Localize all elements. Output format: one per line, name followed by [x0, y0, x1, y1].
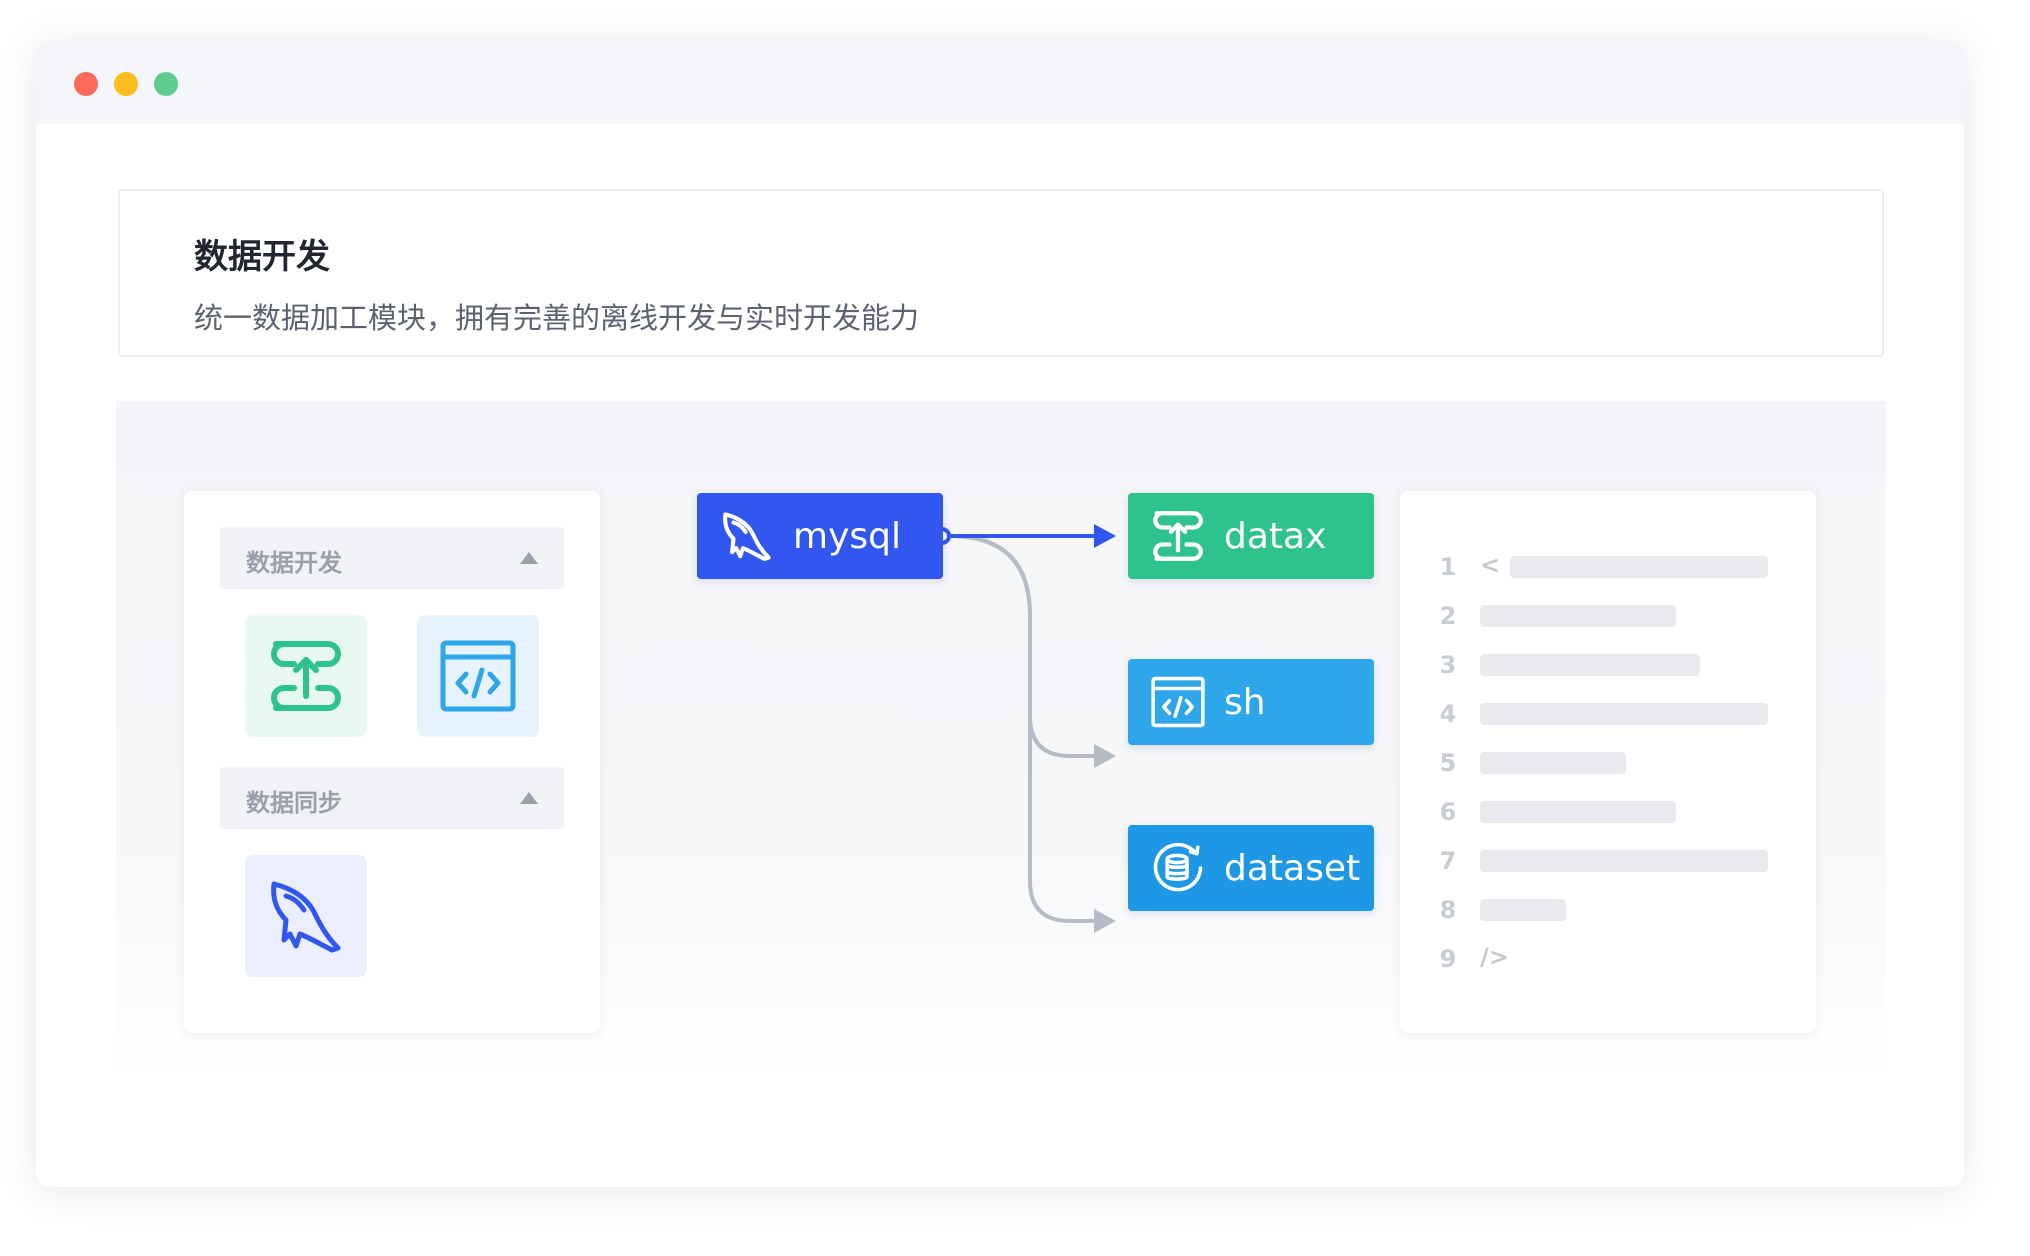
code-placeholder-bar	[1480, 654, 1700, 676]
code-placeholder-bar	[1480, 850, 1768, 872]
line-number: 5	[1436, 749, 1460, 777]
code-line: 7	[1400, 847, 1816, 875]
code-line: 6	[1400, 798, 1816, 826]
arrow-head-datax	[1094, 524, 1116, 548]
code-window-icon	[1150, 674, 1206, 730]
node-label: datax	[1224, 516, 1326, 557]
node-sh[interactable]: sh	[1128, 659, 1374, 745]
tab-notch	[978, 359, 1022, 369]
line-number: 7	[1436, 847, 1460, 875]
arrow-head-sh	[1094, 744, 1116, 768]
title-bar	[36, 40, 1964, 124]
code-line: 2	[1400, 602, 1816, 630]
node-label: mysql	[793, 516, 901, 557]
code-line: 9 />	[1400, 945, 1816, 973]
arrow-head-dataset	[1094, 909, 1116, 933]
code-close-tag: />	[1480, 943, 1509, 971]
node-label: dataset	[1224, 848, 1360, 889]
code-open-tag: <	[1480, 551, 1500, 579]
node-label: sh	[1224, 682, 1266, 723]
connector-to-sh	[950, 536, 1095, 756]
line-number: 8	[1436, 896, 1460, 924]
connector-to-dataset	[950, 536, 1095, 921]
code-placeholder-bar	[1510, 556, 1768, 578]
code-placeholder-bar	[1480, 703, 1768, 725]
code-placeholder-bar	[1480, 899, 1566, 921]
app-window: 数据开发 统一数据加工模块，拥有完善的离线开发与实时开发能力 数据开发	[36, 40, 1964, 1187]
database-refresh-icon	[1150, 840, 1206, 896]
line-number: 6	[1436, 798, 1460, 826]
code-line: 8	[1400, 896, 1816, 924]
feature-title: 数据开发	[194, 229, 330, 278]
workflow-canvas: 数据开发	[116, 401, 1886, 1081]
code-preview-panel: 1 < 2 3 4 5 6	[1400, 491, 1816, 1033]
code-placeholder-bar	[1480, 605, 1676, 627]
minimize-window-button[interactable]	[114, 72, 138, 96]
maximize-window-button[interactable]	[154, 72, 178, 96]
code-line: 4	[1400, 700, 1816, 728]
node-dataset[interactable]: dataset	[1128, 825, 1374, 911]
code-line: 3	[1400, 651, 1816, 679]
close-window-button[interactable]	[74, 72, 98, 96]
feature-header-card: 数据开发 统一数据加工模块，拥有完善的离线开发与实时开发能力	[118, 189, 1884, 357]
sync-upload-icon	[1150, 508, 1206, 564]
node-datax[interactable]: datax	[1128, 493, 1374, 579]
feature-description: 统一数据加工模块，拥有完善的离线开发与实时开发能力	[194, 295, 919, 337]
node-mysql[interactable]: mysql	[697, 493, 943, 579]
line-number: 9	[1436, 945, 1460, 973]
code-line: 5	[1400, 749, 1816, 777]
line-number: 1	[1436, 553, 1460, 581]
line-number: 3	[1436, 651, 1460, 679]
line-number: 4	[1436, 700, 1460, 728]
code-line: 1 <	[1400, 553, 1816, 581]
line-number: 2	[1436, 602, 1460, 630]
code-placeholder-bar	[1480, 801, 1676, 823]
mysql-dolphin-icon	[719, 508, 775, 564]
code-placeholder-bar	[1480, 752, 1626, 774]
